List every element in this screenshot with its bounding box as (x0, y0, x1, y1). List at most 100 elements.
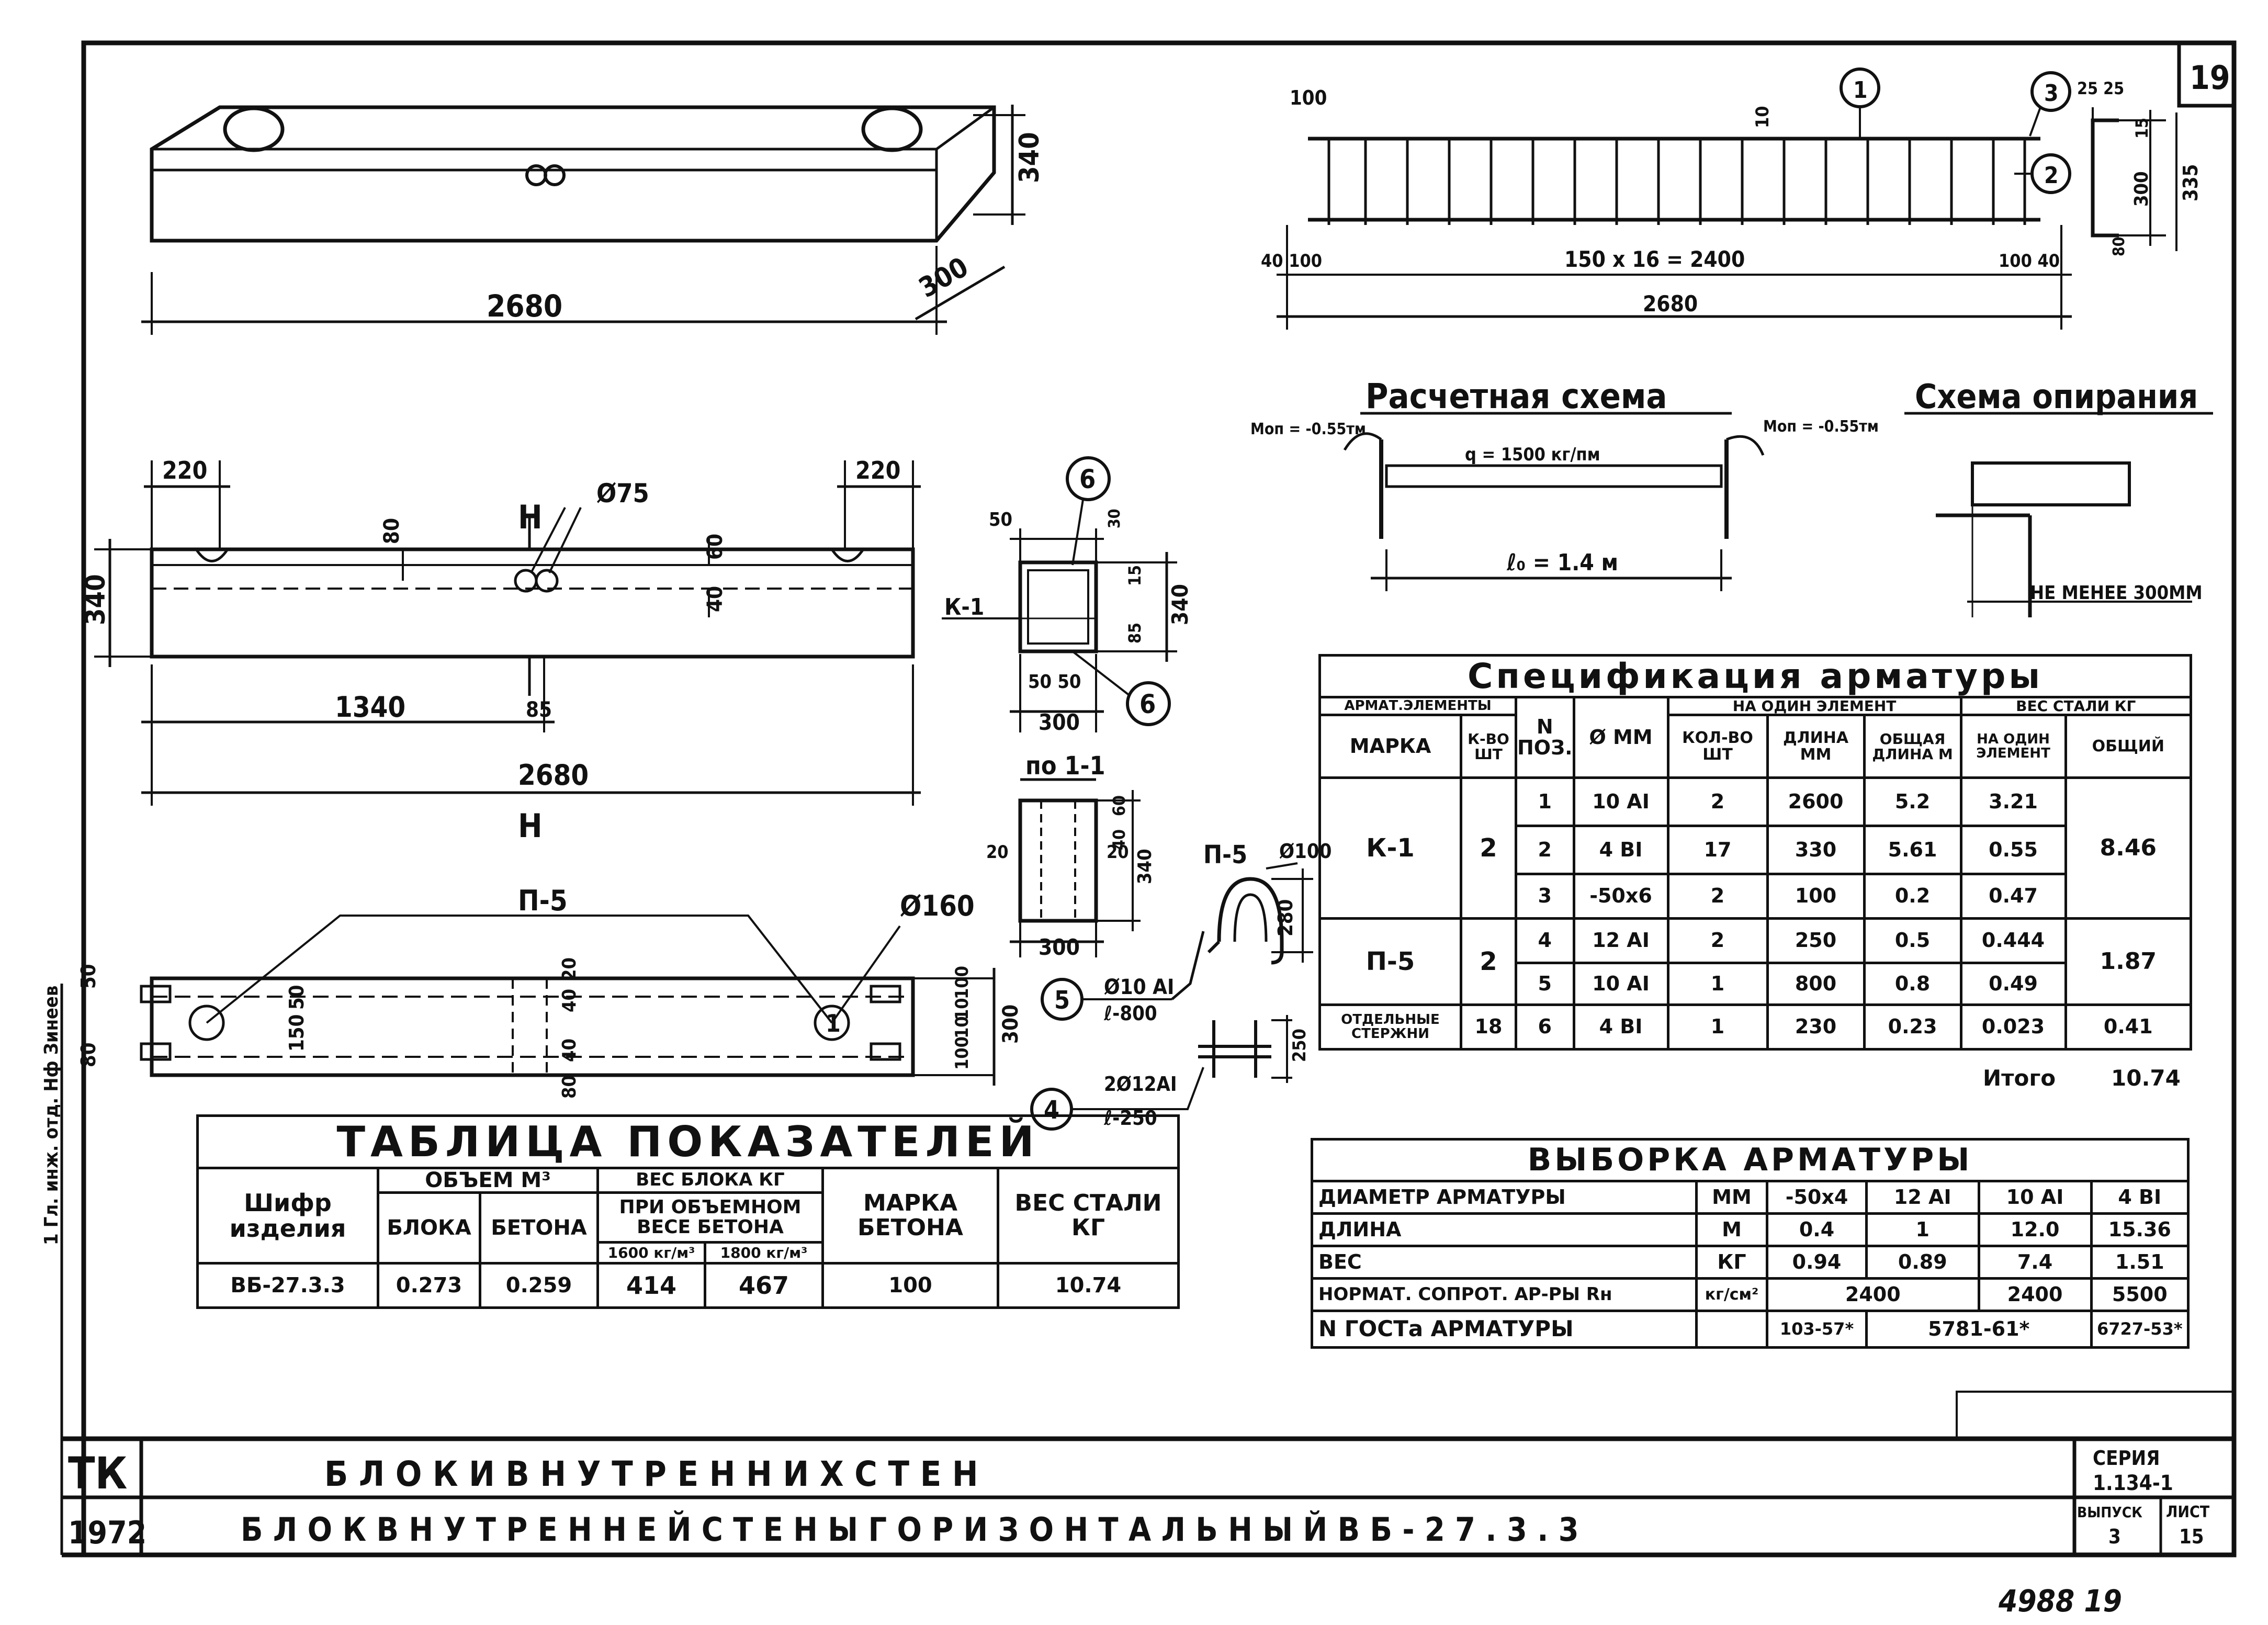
spec-h-weight-total: ОБЩИЙ (2064, 714, 2193, 780)
spec-cell-dia: 4 ВI (1572, 825, 1669, 876)
spec-cell-tlen: 5.61 (1863, 825, 1962, 876)
cage-dim-300: 300 (2131, 171, 2152, 207)
tb-list-value: 15 (2179, 1525, 2204, 1548)
sel-cell-c1: 0.4 (1766, 1212, 1868, 1247)
k1-dim-30: 30 (1105, 509, 1124, 528)
tb-org: ТК (68, 1448, 127, 1499)
isometric-block (141, 105, 1025, 335)
plan-dim-80: 80 (77, 1042, 100, 1067)
fv-height-dim: 340 (80, 574, 111, 625)
cage-dim-100-top: 100 (1290, 86, 1327, 109)
tb-title-line1: Б Л О К И В Н У Т Р Е Н Н И Х С Т Е Н (324, 1454, 978, 1494)
sel-norm-c3: 2400 (1977, 1277, 2093, 1312)
fv-dim-60: 60 (703, 534, 727, 560)
bar5-callout: 5 (1054, 986, 1070, 1015)
spec-cell-len: 230 (1766, 1003, 1866, 1051)
table-row: ДИАМЕТР АРМАТУРЫ ММ -50х4 12 АI 10 АI 4 … (1311, 1180, 2190, 1215)
sheet-number: 19 (2190, 59, 2230, 97)
spec-cell-w1: 3.21 (1959, 776, 2067, 828)
cage-dim-335: 335 (2179, 164, 2202, 201)
spec-total-label: Итого (1983, 1065, 2056, 1091)
front-view (94, 460, 921, 806)
spec-cell-pos: 4 (1515, 917, 1575, 965)
spec-cell-dia: 10 АI (1572, 776, 1669, 828)
spec-cell-tlen: 0.8 (1863, 962, 1962, 1007)
tb-issue-label: ВЫПУСК (2077, 1504, 2142, 1521)
ind-h-steel: ВЕС СТАЛИ КГ (997, 1167, 1180, 1265)
cage-left-dims: 40 100 (1261, 251, 1322, 272)
plan-view (140, 915, 996, 1086)
tb-series-label: СЕРИЯ (2093, 1447, 2160, 1470)
spec-cell-count: 2 (1666, 917, 1769, 965)
tb-issue-value: 3 (2108, 1525, 2121, 1548)
iso-height-dim: 340 (1014, 132, 1045, 183)
k1-callout-bottom: 6 (1139, 689, 1156, 719)
iso-length-dim: 2680 (487, 288, 562, 324)
loop-detail (1207, 862, 1313, 965)
spec-h-group-weight: ВЕС СТАЛИ КГ (1959, 695, 2193, 717)
spec-cell-qty: 18 (1460, 1003, 1517, 1051)
spec-cell-w1: 0.55 (1959, 825, 2067, 876)
bar4-spec: 2Ø12АI (1104, 1073, 1177, 1096)
fv-dim-220-right: 220 (855, 456, 900, 484)
sheet-number-box (2177, 41, 2236, 108)
spec-cell-count: 17 (1666, 825, 1769, 876)
sel-norm-c123: 2400 (1766, 1277, 1980, 1312)
cage-spacing: 150 x 16 = 2400 (1564, 246, 1745, 272)
fv-dim-85: 85 (526, 698, 552, 722)
spec-cell-mark: П-5 (1318, 917, 1462, 1007)
sel-gost-c1: 103-57* (1766, 1310, 1868, 1349)
table-row: 3 -50х6 2 100 0.2 0.47 (1320, 873, 2191, 920)
fv-section-mark-bottom: Н (518, 807, 543, 845)
spec-cell-count: 2 (1666, 873, 1769, 920)
cage-dim-10: 10 (1752, 106, 1773, 128)
ind-h-weight: ВЕС БЛОКА КГ (596, 1167, 824, 1194)
spec-cell-qty: 2 (1460, 917, 1517, 1007)
indicators-table: ТАБЛИЦА ПОКАЗАТЕЛЕЙ Шифр изделия ОБЪЕМ М… (196, 1114, 1180, 1309)
support-note: НЕ МЕНЕЕ 300ММ (2030, 582, 2203, 604)
spec-cell-len: 250 (1766, 917, 1866, 965)
spec-h-pos: N ПОЗ. (1515, 695, 1575, 780)
iso-depth-dim: 300 (914, 251, 974, 304)
fv-hole-label: Ø75 (596, 478, 649, 509)
calc-m-right: Моп = -0.55тм (1763, 417, 1879, 436)
spec-h-total-length: ОБЩАЯ ДЛИНА М (1863, 714, 1962, 780)
spec-cell-dia: 12 АI (1572, 917, 1669, 965)
ind-title: ТАБЛИЦА ПОКАЗАТЕЛЕЙ (196, 1114, 1180, 1169)
tb-title-line2: Б Л О К В Н У Т Р Е Н Н Е Й С Т Е Н Ы Г … (241, 1510, 1579, 1549)
fv-length: 2680 (518, 759, 589, 792)
plan-right-dim-3: 10 (952, 1016, 973, 1039)
sel-cell-c4: 15.36 (2090, 1212, 2190, 1247)
sel-norm-c4: 5500 (2090, 1277, 2190, 1312)
sel-cell-c3: 12.0 (1977, 1212, 2093, 1247)
k1-dim-50-50: 50 50 (1028, 671, 1081, 693)
spec-title: Спецификация арматуры (1318, 654, 2192, 698)
sel-title: ВЫБОРКА АРМАТУРЫ (1311, 1138, 2190, 1182)
spec-cell-w1: 0.444 (1959, 917, 2067, 965)
table-row: ВЕС КГ 0.94 0.89 7.4 1.51 (1311, 1245, 2190, 1280)
tb-list-label: ЛИСТ (2166, 1503, 2210, 1521)
loop-label: П-5 (1203, 840, 1247, 870)
spec-cell-tlen: 5.2 (1863, 776, 1962, 828)
spec-cell-wt: 0.41 (2064, 1003, 2193, 1051)
calc-scheme (1343, 412, 1765, 591)
spec-cell-w1: 0.023 (1959, 1003, 2067, 1051)
cage-callout-3: 3 (2044, 80, 2059, 107)
sel-cell-unit: ММ (1695, 1180, 1768, 1215)
spec-cell-qty: 2 (1460, 776, 1517, 920)
spec-cell-tlen: 0.2 (1863, 873, 1962, 920)
bar5-spec: Ø10 АI (1104, 975, 1174, 999)
spec-cell-mark: К-1 (1318, 776, 1462, 920)
ind-h-weight-sub: ПРИ ОБЪЕМНОМ ВЕСЕ БЕТОНА (596, 1191, 824, 1244)
sel-norm-unit: кг/см² (1695, 1277, 1768, 1312)
spec-cell-count: 1 (1666, 962, 1769, 1007)
spec-cell-dia: 10 АI (1572, 962, 1669, 1007)
ind-cell-vblock: 0.273 (377, 1262, 481, 1309)
sel-cell-c1: 0.94 (1766, 1245, 1868, 1280)
plan-dim-50b: 50 (285, 985, 308, 1010)
sel-cell-name: ДИАМЕТР АРМАТУРЫ (1311, 1180, 1698, 1215)
spec-h-count: КОЛ-ВО ШТ (1666, 714, 1769, 780)
bar5-shape (1171, 931, 1205, 1000)
spec-h-dia: Ø ММ (1572, 695, 1669, 780)
ind-cell-code: ВБ-27.3.3 (196, 1262, 379, 1309)
